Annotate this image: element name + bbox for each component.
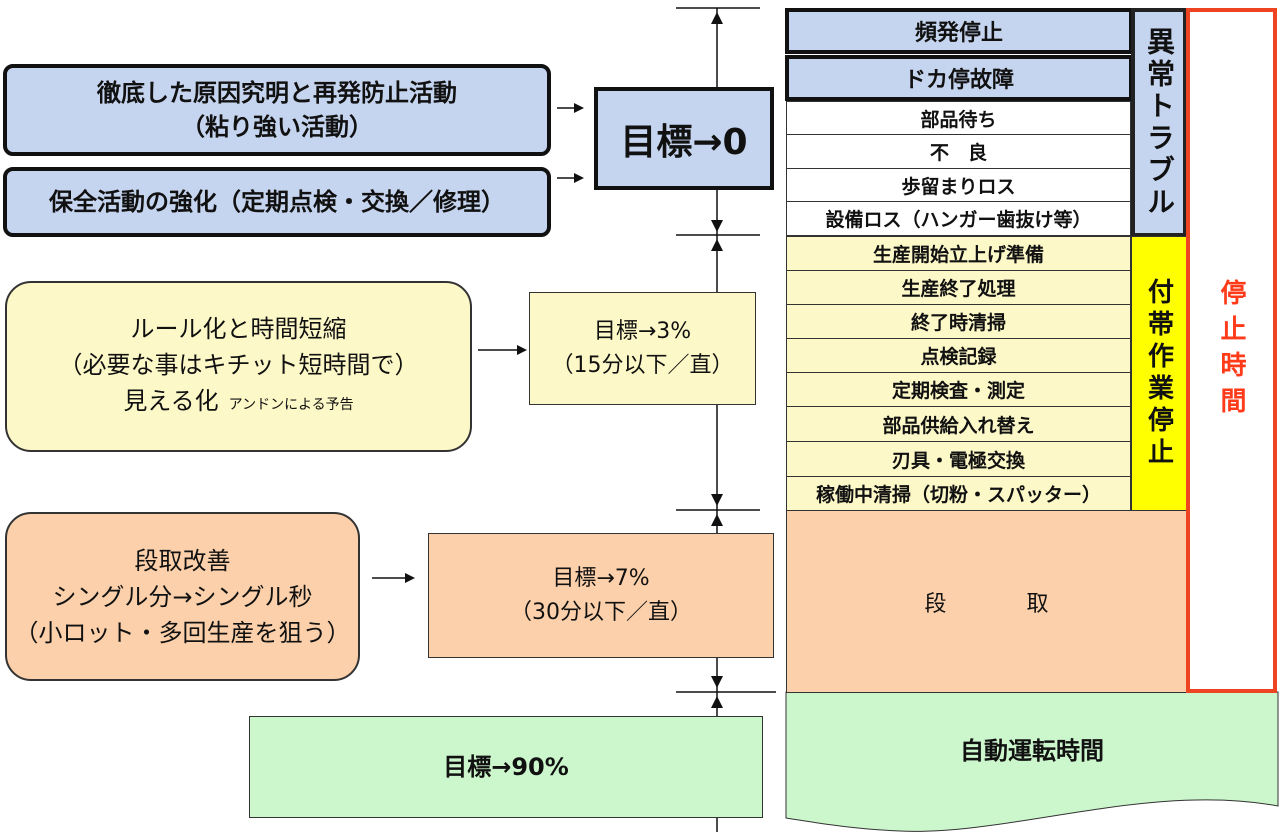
abnormal-cause-box: 徹底した原因究明と再発防止活動 （粘り強い活動） — [3, 64, 551, 156]
arrowhead-up-icon — [711, 696, 723, 708]
row-running-cleaning: 稼働中清掃（切粉・スパッター） — [786, 476, 1131, 511]
row-frequent-stop: 頻発停止 — [785, 8, 1133, 54]
arrowhead-right-icon — [574, 173, 584, 183]
target-zero-label: 目標→0 — [620, 121, 748, 163]
rule-box: ルール化と時間短縮 （必要な事はキチット短時間で） 見える化アンドンによる予告 — [5, 281, 472, 452]
auto-run-shape — [785, 691, 1279, 832]
maintenance-box: 保全活動の強化（定期点検・交換／修理） — [3, 167, 551, 237]
auto-run-area: 自動運転時間 — [786, 692, 1278, 804]
row-parts-replacement: 部品供給入れ替え — [786, 406, 1131, 442]
row-end-process: 生産終了処理 — [786, 270, 1131, 305]
target-ninety-label: 目標→90% — [443, 753, 569, 781]
arrowhead-down-icon — [711, 494, 723, 506]
target-three-line1: 目標→3% — [593, 318, 692, 344]
auto-run-label: 自動運転時間 — [960, 736, 1104, 765]
target-seven-line2: （30分以下／直） — [510, 599, 692, 625]
target-seven-box: 目標→7% （30分以下／直） — [428, 533, 774, 658]
abnormal-cause-line1: 徹底した原因究明と再発防止活動 — [97, 79, 457, 107]
setup-line2: シングル分→シングル秒 — [52, 582, 313, 611]
ancillary-stop-label: 付帯作業停止 — [1143, 277, 1174, 470]
rule-line3: 見える化アンドンによる予告 — [123, 383, 353, 423]
rule-line3-main: 見える化 — [123, 386, 219, 415]
stop-time-column: 停止時間 — [1186, 8, 1277, 693]
setup-area: 段 取 — [786, 510, 1187, 693]
arrowhead-up-icon — [711, 12, 723, 24]
setup-box: 段取改善 シングル分→シングル秒 （小ロット・多回生産を狙う） — [5, 512, 360, 681]
row-startup-prep: 生産開始立上げ準備 — [786, 236, 1131, 271]
setup-area-label: 段 取 — [924, 591, 1061, 617]
row-defect: 不 良 — [786, 134, 1131, 169]
target-three-box: 目標→3% （15分以下／直） — [529, 292, 756, 405]
rule-line2: （必要な事はキチット短時間で） — [58, 350, 419, 379]
target-zero-box: 目標→0 — [594, 87, 774, 190]
maintenance-line1: 保全活動の強化（定期点検・交換／修理） — [49, 188, 505, 216]
row-periodic-inspection: 定期検査・測定 — [786, 372, 1131, 407]
target-ninety-box: 目標→90% — [249, 716, 763, 818]
arrowhead-up-icon — [711, 514, 723, 526]
arrowhead-down-icon — [711, 220, 723, 232]
row-major-breakdown: ドカ停故障 — [785, 55, 1133, 101]
ancillary-stop-column: 付帯作業停止 — [1131, 236, 1187, 511]
target-three-line2: （15分以下／直） — [551, 352, 734, 378]
row-inspection-record: 点検記録 — [786, 338, 1131, 373]
setup-line1: 段取改善 — [134, 546, 231, 575]
abnormal-trouble-column: 異常トラブル — [1131, 8, 1187, 237]
arrowhead-right-icon — [517, 345, 527, 355]
abnormal-cause-line2: （粘り強い活動） — [181, 113, 373, 141]
row-parts-wait: 部品待ち — [786, 101, 1131, 135]
arrowhead-right-icon — [574, 103, 584, 113]
row-equipment-loss: 設備ロス（ハンガー歯抜け等） — [786, 201, 1131, 236]
rule-line1: ルール化と時間短縮 — [130, 314, 347, 343]
rule-line3-note: アンドンによる予告 — [228, 396, 354, 413]
arrowhead-right-icon — [405, 573, 415, 583]
row-end-cleaning: 終了時清掃 — [786, 304, 1131, 339]
arrowhead-down-icon — [711, 676, 723, 688]
stop-time-label: 停止時間 — [1216, 278, 1246, 423]
abnormal-trouble-label: 異常トラブル — [1143, 26, 1176, 219]
arrowhead-up-icon — [711, 239, 723, 251]
target-seven-line1: 目標→7% — [552, 565, 650, 591]
row-tool-electrode-change: 刃具・電極交換 — [786, 441, 1131, 477]
row-yield-loss: 歩留まりロス — [786, 168, 1131, 202]
setup-line3: （小ロット・多回生産を狙う） — [14, 618, 351, 647]
